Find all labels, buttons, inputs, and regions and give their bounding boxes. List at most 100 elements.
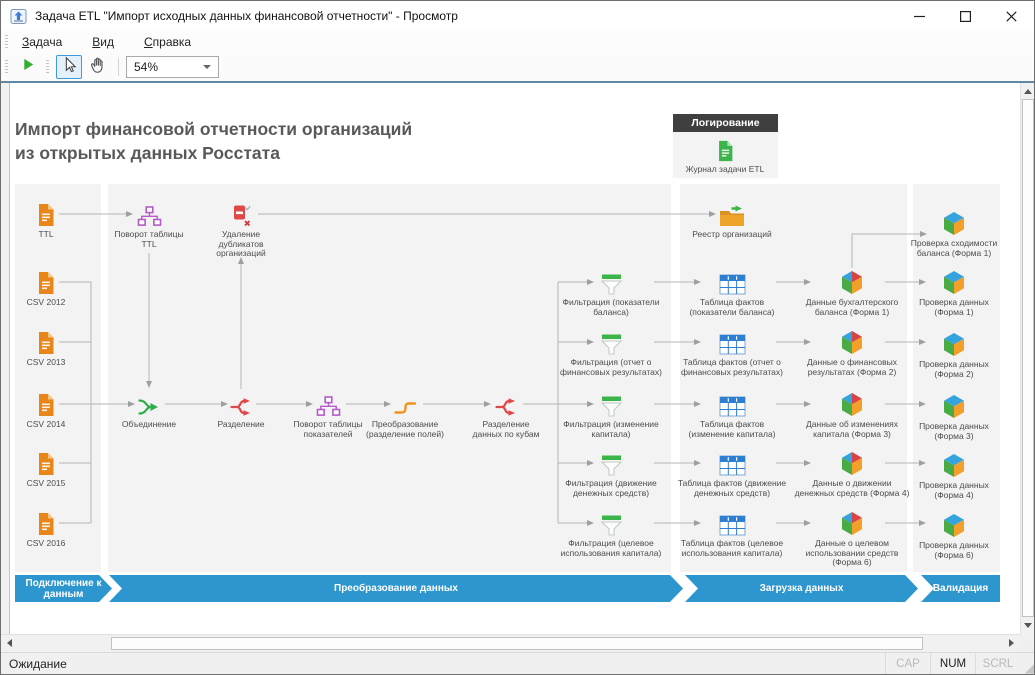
node-csv-2015[interactable]: CSV 2015: [11, 450, 81, 489]
cursor-icon: [61, 56, 77, 78]
file-icon: [11, 510, 81, 536]
menu-item-2[interactable]: Вид: [92, 35, 114, 49]
node-label: Проверка данных(Форма 2): [919, 359, 989, 379]
node-union[interactable]: Объединение: [85, 391, 213, 430]
lane-panel-1: [15, 184, 101, 572]
diagram-canvas[interactable]: Импорт финансовой отчетности организаций…: [9, 83, 1021, 634]
minimize-button[interactable]: [896, 1, 942, 31]
vertical-scrollbar-thumb[interactable]: [1022, 99, 1034, 617]
app-icon: [10, 8, 27, 25]
scroll-right-icon[interactable]: [1009, 639, 1014, 647]
menu-item-1[interactable]: Задача: [22, 35, 63, 49]
dedup-icon: [177, 201, 305, 227]
vertical-scrollbar[interactable]: [1020, 83, 1034, 634]
node-csv-2013[interactable]: CSV 2013: [11, 329, 81, 368]
menubar-grip[interactable]: [5, 34, 8, 50]
node-check-f6[interactable]: Проверка данных(Форма 6): [899, 512, 1009, 560]
hand-icon: [89, 56, 106, 79]
table-icon: [668, 329, 796, 355]
scroll-left-icon[interactable]: [7, 639, 12, 647]
funnel-icon: [547, 391, 675, 417]
pan-tool-button[interactable]: [84, 55, 110, 79]
node-check-f1[interactable]: Проверка данных(Форма 1): [899, 269, 1009, 317]
stage-band-4: Валидация: [921, 575, 1000, 602]
indicator-cap: CAP: [885, 653, 930, 674]
cube-multi-icon: [788, 450, 916, 476]
maximize-button[interactable]: [942, 1, 988, 31]
toolbar-grip-2[interactable]: [46, 59, 49, 75]
menu-item-3[interactable]: Справка: [144, 35, 192, 49]
title-bar: Задача ETL "Импорт исходных данных финан…: [1, 1, 1034, 31]
node-csv-2016[interactable]: CSV 2016: [11, 510, 81, 549]
node-transform[interactable]: Преобразование(разделение полей): [341, 391, 469, 439]
indicator-scrl: SCRL: [975, 653, 1020, 674]
scroll-up-icon[interactable]: [1024, 89, 1032, 94]
file-icon: [11, 391, 81, 417]
stage-band-3: Загрузка данных: [685, 575, 918, 602]
scroll-down-icon[interactable]: [1024, 623, 1032, 628]
node-etl-journal[interactable]: Журнал задачи ETL: [661, 136, 789, 175]
cube-icon: [899, 269, 1009, 295]
node-check-f4[interactable]: Проверка данных(Форма 4): [899, 452, 1009, 500]
zoom-value: 54%: [134, 60, 159, 74]
split-icon: [177, 391, 305, 417]
node-fact-3[interactable]: Таблица фактов(изменение капитала): [668, 391, 796, 439]
node-csv-2014[interactable]: CSV 2014: [11, 391, 81, 430]
file-icon: [11, 269, 81, 295]
node-label: Реестр организаций: [692, 229, 772, 239]
node-org-registry[interactable]: Реестр организаций: [668, 201, 796, 240]
zoom-combobox[interactable]: 54%: [126, 56, 219, 78]
play-icon: [22, 58, 35, 76]
node-check-f3[interactable]: Проверка данных(Форма 3): [899, 393, 1009, 441]
node-split[interactable]: Разделение: [177, 391, 305, 430]
cube-multi-icon: [788, 510, 916, 536]
node-label: Проверка данных(Форма 3): [919, 421, 989, 441]
node-ttl-source[interactable]: TTL: [11, 201, 81, 240]
merge-icon: [85, 391, 213, 417]
close-button[interactable]: [988, 1, 1034, 31]
window-title: Задача ETL "Импорт исходных данных финан…: [35, 9, 458, 23]
select-tool-button[interactable]: [56, 55, 82, 79]
cube-icon: [899, 331, 1009, 357]
run-task-button[interactable]: [15, 55, 41, 79]
node-check-f2[interactable]: Проверка данных(Форма 2): [899, 331, 1009, 379]
funnel-icon: [547, 510, 675, 536]
horizontal-scrollbar-thumb[interactable]: [111, 637, 923, 650]
resize-grip[interactable]: ◢: [1024, 661, 1034, 675]
diagram-viewport: Импорт финансовой отчетности организаций…: [1, 83, 1034, 652]
lane-panel-4: [913, 184, 1000, 572]
node-csv-2012[interactable]: CSV 2012: [11, 269, 81, 308]
toolbar-grip-1[interactable]: [5, 59, 8, 75]
node-label: Объединение: [121, 419, 177, 429]
node-label: TTL: [38, 229, 54, 239]
node-fact-1[interactable]: Таблица фактов(показатели баланса): [668, 269, 796, 317]
horizontal-scrollbar[interactable]: [1, 634, 1020, 652]
chevron-down-icon: [203, 65, 211, 69]
cube-multi-icon: [788, 329, 916, 355]
node-label: CSV 2014: [26, 419, 66, 429]
